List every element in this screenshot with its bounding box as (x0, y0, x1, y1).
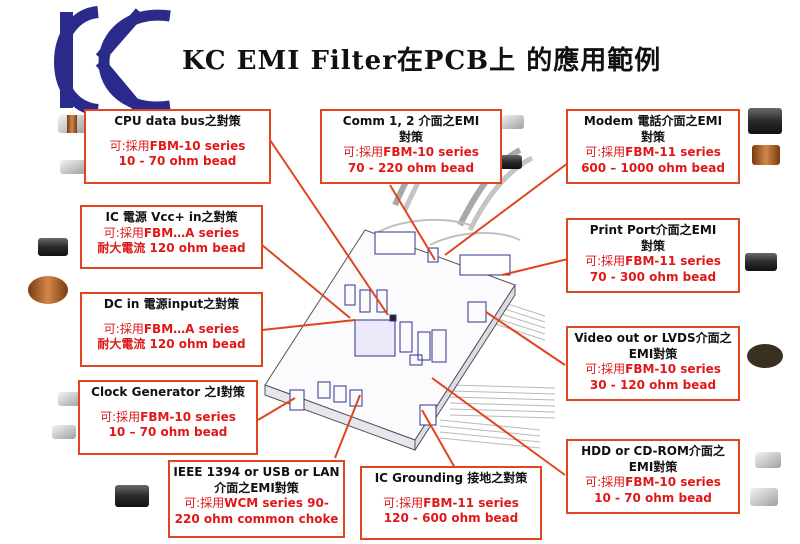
callout-hdd-cdrom: HDD or CD-ROM介面之 EMI對策 可:採用FBM-10 series… (566, 439, 740, 514)
callout-detail: 70 - 220 ohm bead (347, 160, 475, 175)
callout-heading: IEEE 1394 or USB or LAN (173, 465, 340, 479)
callout-heading: 對策 (398, 129, 423, 144)
callout-detail: 可:採用FBM-10 series (585, 475, 721, 489)
callout-detail: 耐大電流 120 ohm bead (97, 337, 246, 351)
callout-heading: CPU data bus之對策 (114, 114, 241, 128)
callout-ieee1394-usb-lan: IEEE 1394 or USB or LAN 介面之EMI對策 可:採用WCM… (168, 460, 345, 538)
callout-heading: Print Port介面之EMI (589, 223, 717, 237)
callout-clock-generator: Clock Generator 之I對策 可:採用FBM-10 series 1… (78, 380, 258, 455)
callout-heading: Video out or LVDS介面之 (574, 331, 732, 345)
callout-heading: Comm 1, 2 介面之EMI (342, 114, 480, 128)
callout-detail: 30 - 120 ohm bead (589, 377, 717, 392)
callout-detail: 120 - 600 ohm bead (383, 511, 519, 525)
callout-detail: 可:採用FBM…A series (103, 225, 240, 240)
callout-detail: 可:採用FBM-11 series (585, 145, 721, 159)
kc-logo (53, 6, 171, 116)
callout-detail: 70 - 300 ohm bead (589, 269, 717, 284)
callout-detail: 可:採用FBM-11 series (383, 495, 519, 510)
callout-modem-interface: Modem 電話介面之EMI 對策 可:採用FBM-11 series 600 … (566, 109, 740, 184)
callout-print-port: Print Port介面之EMI 對策 可:採用FBM-11 series 70… (566, 218, 740, 293)
callout-heading: HDD or CD-ROM介面之 (581, 444, 725, 458)
callout-detail: 10 – 70 ohm bead (108, 425, 228, 439)
callout-detail: 可:採用FBM-10 series (109, 138, 246, 153)
callout-heading: EMI對策 (628, 459, 678, 474)
callout-detail: 可:採用FBM-10 series (585, 362, 721, 376)
callout-video-out: Video out or LVDS介面之 EMI對策 可:採用FBM-10 se… (566, 326, 740, 401)
callout-ic-vcc: IC 電源 Vcc+ in之對策 可:採用FBM…A series 耐大電流 1… (80, 205, 263, 269)
callout-ic-grounding: IC Grounding 接地之對策 可:採用FBM-11 series 120… (360, 466, 542, 540)
callout-heading: Clock Generator 之I對策 (91, 385, 245, 399)
page-title: KC EMI Filter在PCB上 的應用範例 (182, 46, 662, 76)
callout-detail: 可:採用FBM…A series (103, 321, 240, 336)
callout-detail: 可:採用FBM-10 series (343, 145, 479, 159)
callout-detail: 10 - 70 ohm bead (594, 490, 712, 505)
callout-heading: EMI對策 (628, 346, 678, 361)
callout-heading: 對策 (640, 129, 665, 144)
callout-heading: 介面之EMI對策 (214, 480, 299, 495)
callout-heading: DC in 電源input之對策 (103, 297, 240, 311)
callout-cpu-data-bus: CPU data bus之對策 可:採用FBM-10 series 10 - 7… (84, 109, 271, 184)
callout-dc-input: DC in 電源input之對策 可:採用FBM…A series 耐大電流 1… (80, 292, 263, 367)
callout-detail: 10 - 70 ohm bead (118, 154, 237, 168)
callout-detail: 可:採用FBM-10 series (100, 409, 236, 424)
callout-detail: 220 ohm common choke (174, 511, 339, 526)
callout-comm-interface: Comm 1, 2 介面之EMI 對策 可:採用FBM-10 series 70… (320, 109, 502, 184)
callout-heading: 對策 (640, 238, 665, 253)
callout-detail: 耐大電流 120 ohm bead (97, 241, 246, 255)
pcb-board (264, 229, 516, 452)
callout-heading: IC 電源 Vcc+ in之對策 (105, 210, 238, 224)
leader-lines (257, 139, 573, 476)
callout-heading: IC Grounding 接地之對策 (374, 471, 528, 485)
callout-detail: 可:採用WCM series 90- (184, 496, 329, 510)
callout-heading: Modem 電話介面之EMI (583, 114, 723, 128)
callout-detail: 600 – 1000 ohm bead (581, 160, 725, 175)
callout-detail: 可:採用FBM-11 series (585, 254, 721, 268)
